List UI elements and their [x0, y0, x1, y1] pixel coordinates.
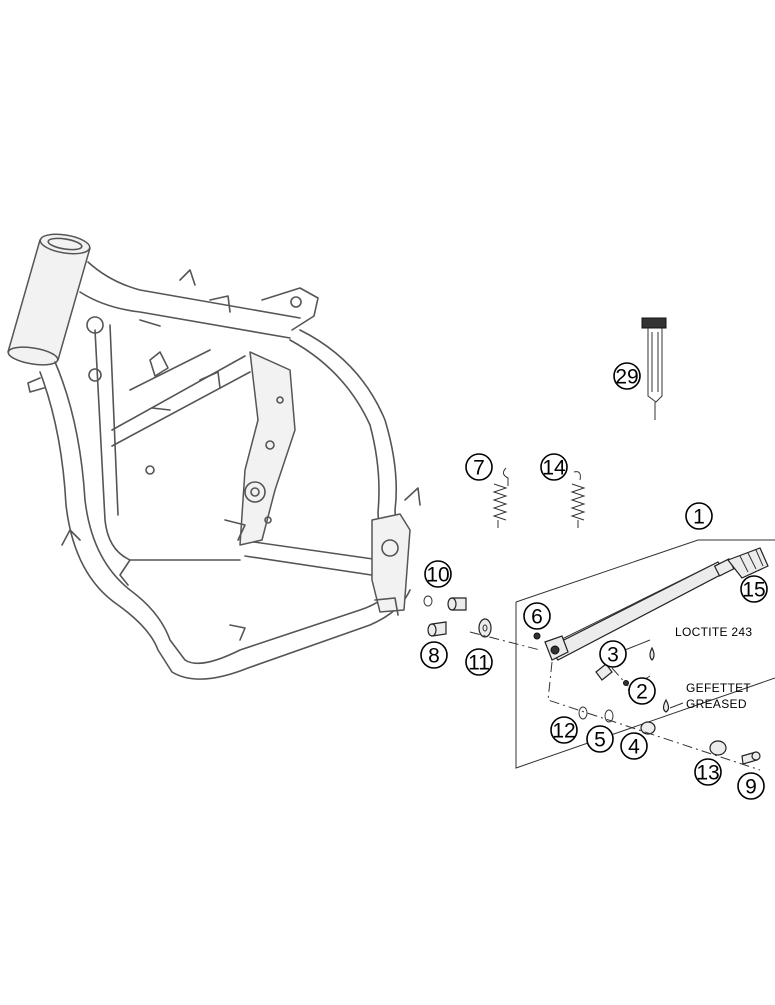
svg-text:3: 3 — [607, 644, 619, 667]
svg-text:1: 1 — [693, 506, 705, 529]
svg-text:11: 11 — [468, 652, 490, 675]
kickstand-group-outline — [515, 539, 775, 769]
svg-text:7: 7 — [473, 457, 485, 480]
callout-11: 11 — [465, 648, 493, 676]
side-stand-leg — [544, 558, 735, 661]
callout-13: 13 — [694, 758, 722, 786]
svg-text:15: 15 — [742, 579, 765, 602]
callout-2: 2 — [628, 677, 656, 705]
svg-text:10: 10 — [426, 564, 449, 587]
callout-1: 1 — [685, 502, 713, 530]
svg-text:6: 6 — [531, 606, 543, 629]
callout-4: 4 — [620, 732, 648, 760]
special-tool-29 — [641, 317, 667, 420]
spring-14 — [570, 471, 586, 528]
svg-text:2: 2 — [636, 681, 648, 704]
greased-note-de: GEFETTET — [686, 681, 751, 695]
callout-8: 8 — [420, 641, 448, 669]
svg-text:29: 29 — [615, 366, 638, 389]
callout-29: 29 — [613, 362, 641, 390]
spring-7 — [492, 467, 509, 528]
greased-note-en: GREASED — [686, 697, 747, 711]
svg-text:13: 13 — [696, 762, 719, 785]
callout-6: 6 — [523, 602, 551, 630]
callout-12: 12 — [550, 716, 578, 744]
callout-9: 9 — [737, 772, 765, 800]
callout-3: 3 — [599, 640, 627, 668]
motorcycle-frame — [7, 233, 421, 680]
svg-text:14: 14 — [542, 457, 566, 480]
svg-text:8: 8 — [428, 645, 440, 668]
callout-14: 14 — [540, 453, 568, 481]
svg-text:5: 5 — [594, 729, 606, 752]
callout-5: 5 — [586, 725, 614, 753]
callout-10: 10 — [424, 560, 452, 588]
notes: LOCTITE 243 GEFETTET GREASED — [675, 625, 752, 711]
hardware-parts — [423, 595, 761, 771]
callout-15: 15 — [740, 575, 768, 603]
loctite-note: LOCTITE 243 — [675, 625, 752, 639]
svg-text:12: 12 — [552, 720, 575, 743]
svg-text:4: 4 — [628, 736, 640, 759]
callout-7: 7 — [465, 453, 493, 481]
svg-text:9: 9 — [745, 776, 757, 799]
foot-pad — [727, 547, 769, 579]
